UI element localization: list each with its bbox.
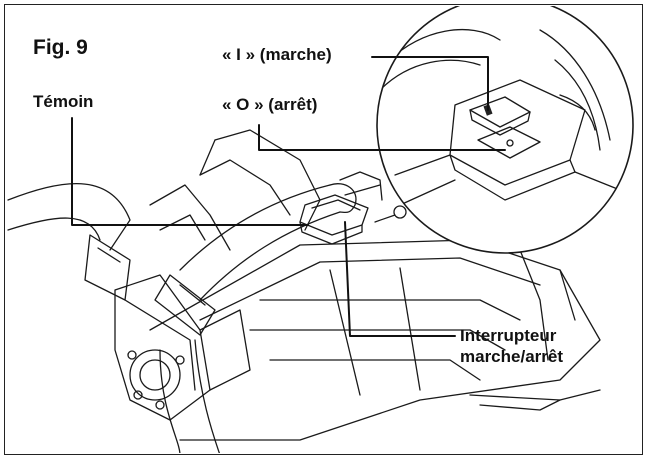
interrupteur-leader: [344, 221, 456, 337]
leader-lines: [71, 56, 506, 337]
figure-title: Fig. 9: [33, 36, 88, 59]
temoin-leader: [71, 117, 309, 226]
label-temoin: Témoin: [33, 92, 94, 111]
label-marche: « I » (marche): [222, 45, 332, 64]
label-arret: « O » (arrêt): [222, 95, 318, 114]
label-interrupteur-line2: marche/arrêt: [460, 347, 564, 367]
label-interrupteur: Interrupteur marche/arrêt: [460, 325, 563, 368]
pump: [114, 274, 251, 421]
magnifier-lens: [344, 6, 634, 254]
switch-box-small: [299, 171, 407, 245]
marche-leader: [371, 56, 489, 111]
machine-frame: [149, 129, 321, 251]
machine-base: [149, 239, 601, 441]
main-hose: [154, 183, 357, 453]
left-hose: [7, 182, 131, 301]
arret-leader: [258, 124, 506, 151]
label-interrupteur-line1: Interrupteur: [460, 326, 557, 345]
